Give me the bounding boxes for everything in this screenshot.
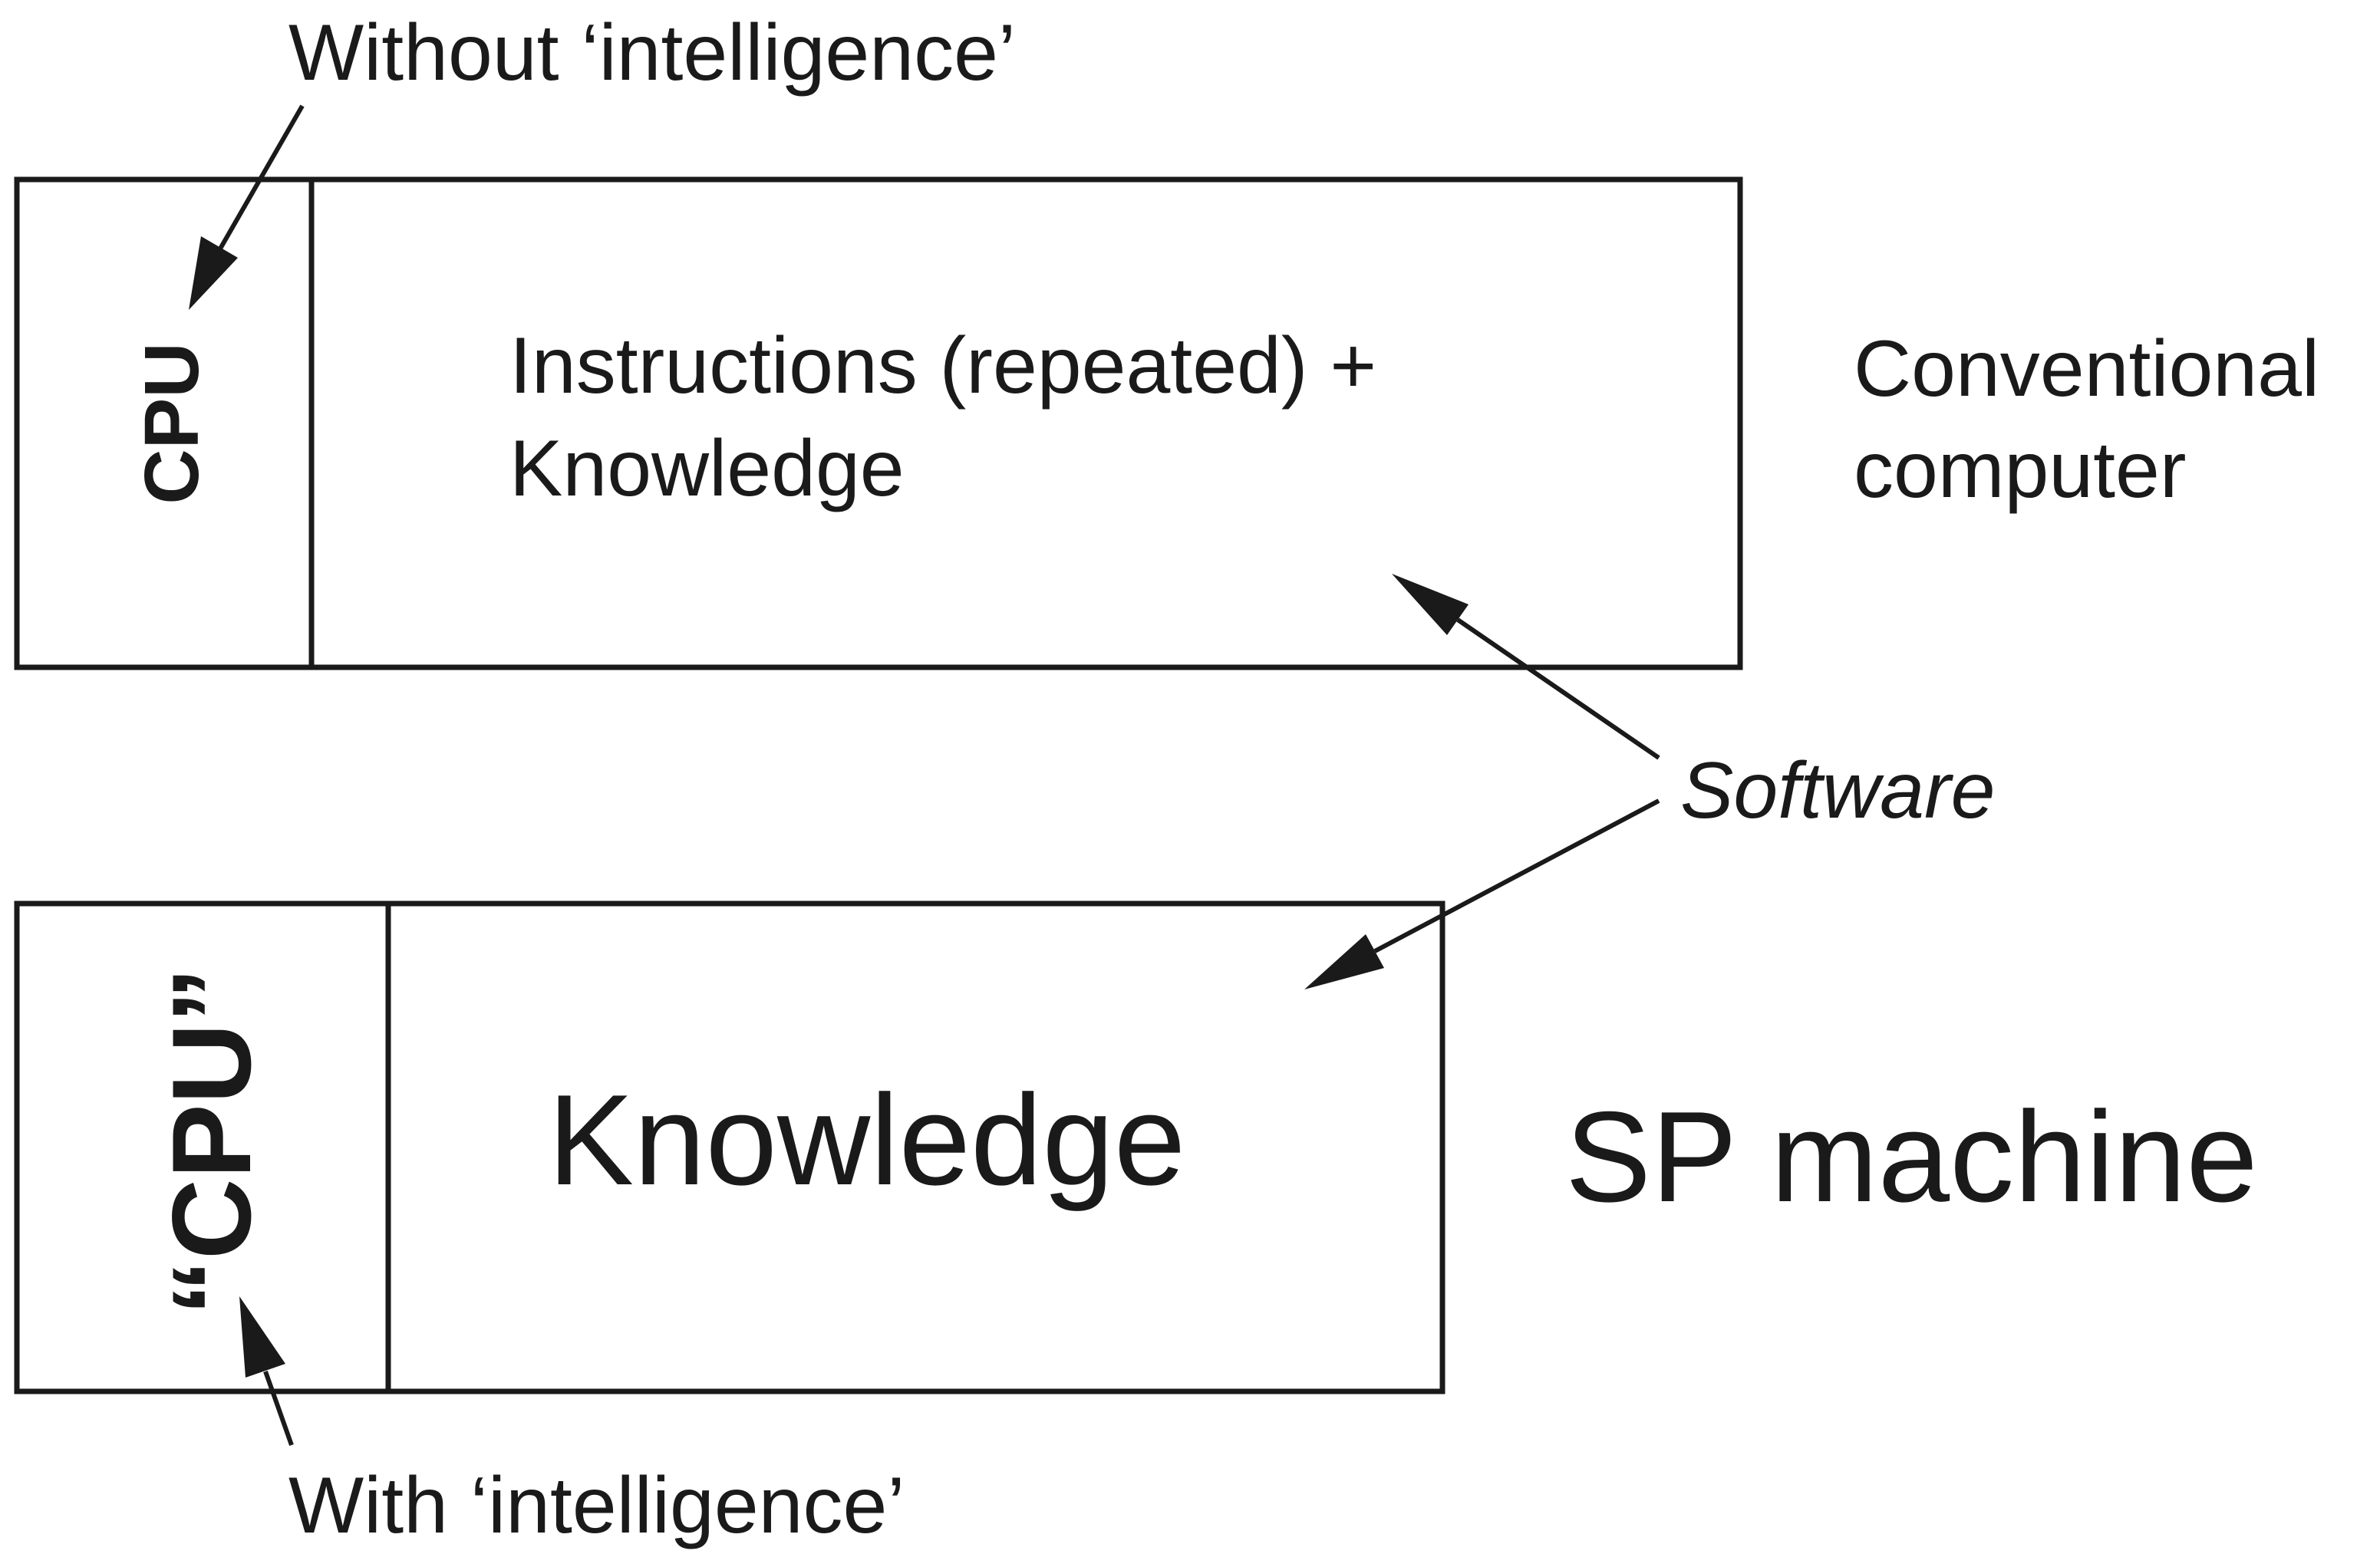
sp-outer-box [14,900,1445,1394]
sp-content-knowledge: Knowledge [548,1068,1185,1212]
arrow-head-icon [239,1296,285,1378]
conventional-cpu-label: CPU [129,342,215,504]
sp-machine-box: “CPU” Knowledge [14,900,1445,1394]
arrow-software-to-conventional [1392,574,1660,760]
conventional-computer-box: CPU Instructions (repeated) + Knowledge [14,176,1743,670]
conventional-name-line2: computer [1854,426,2187,515]
software-label: Software [1680,746,1995,835]
conventional-content-line1: Instructions (repeated) + [509,321,1376,410]
arrow-head-icon [1392,574,1469,635]
with-intelligence-label: With ‘intelligence’ [288,1461,905,1550]
sp-cpu-label: “CPU” [149,967,274,1315]
conventional-name-line1: Conventional [1854,324,2319,413]
conventional-outer-box [14,176,1743,670]
arrow-software-to-sp [1304,798,1660,989]
arrow-without-intelligence-to-cpu [189,104,305,310]
conventional-content-line2: Knowledge [509,424,905,513]
arrow-head-icon [189,236,238,310]
arrow-head-icon [1304,934,1384,989]
sp-machine-name: SP machine [1565,1085,2258,1229]
arrow-with-intelligence-to-cpu [239,1296,294,1447]
without-intelligence-label: Without ‘intelligence’ [288,8,1016,97]
